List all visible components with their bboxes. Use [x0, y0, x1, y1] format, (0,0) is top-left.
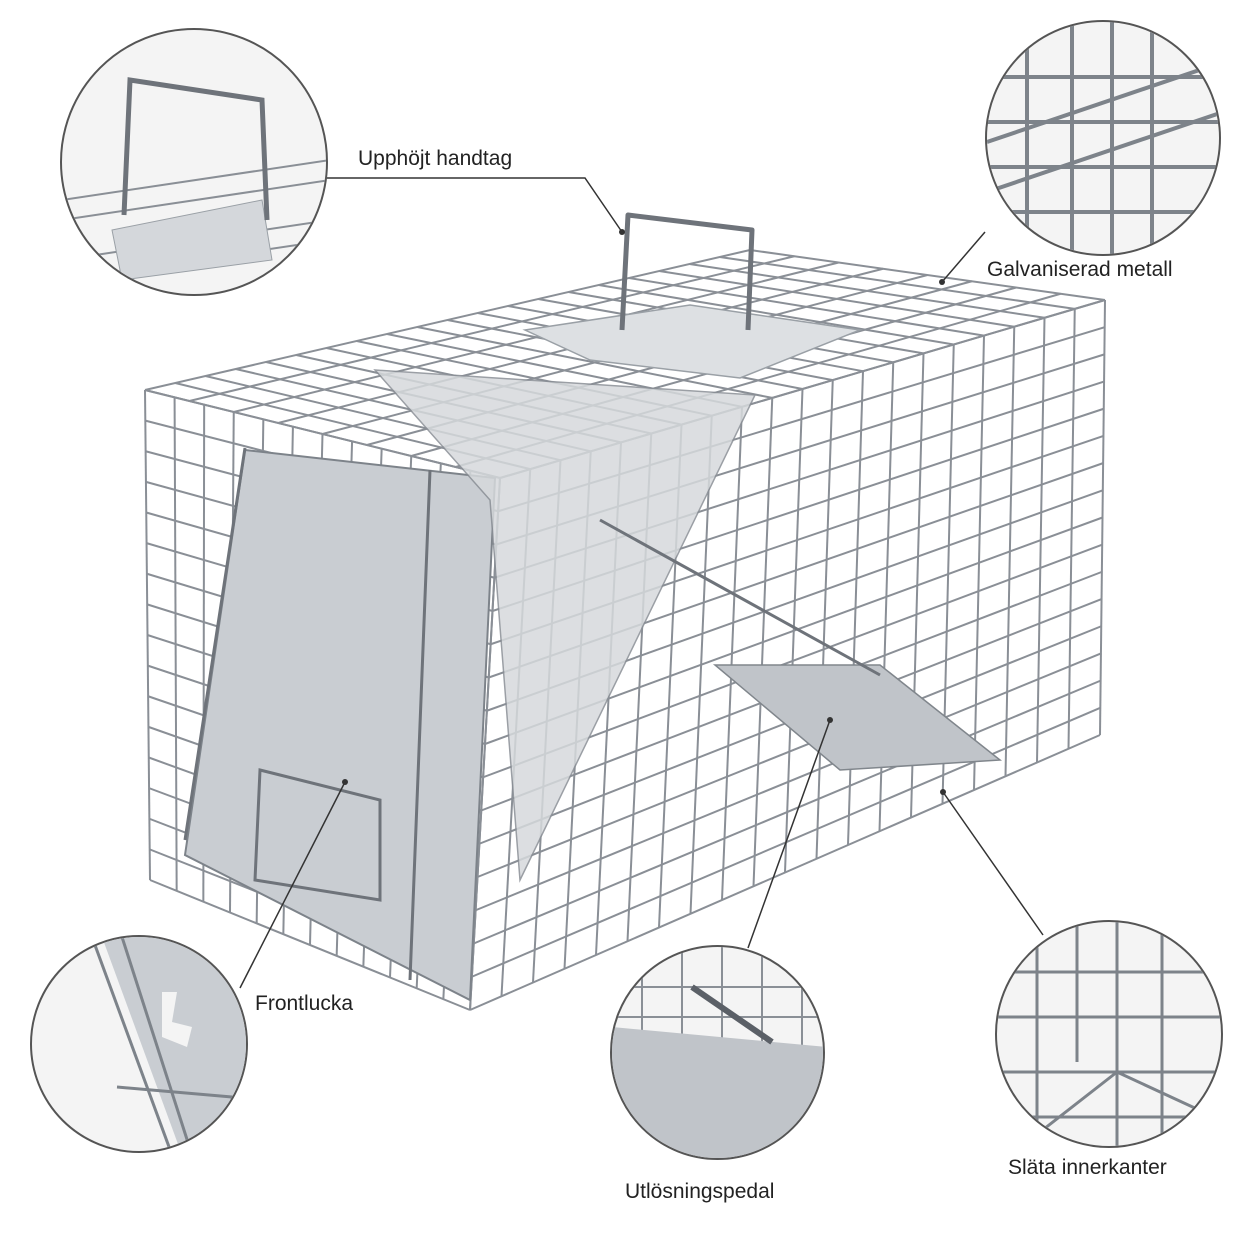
leader-pedal: [747, 719, 831, 949]
front-door-plate: [183, 448, 497, 1002]
leader-metal: [941, 231, 986, 283]
door-inner-plate: [373, 369, 757, 883]
galvanized-mesh-closeup-icon: [985, 20, 1221, 256]
trigger-rod: [599, 518, 881, 677]
front-door-closeup-icon: [30, 935, 248, 1153]
trigger-pedal-closeup-icon: [610, 945, 825, 1160]
callout-smooth-edges: Släta innerkanter: [1008, 1156, 1167, 1179]
leader-door: [239, 781, 346, 989]
door-frame: [183, 447, 432, 981]
trigger-pedal-plate: [712, 664, 1002, 771]
callout-front-door: Frontlucka: [255, 992, 354, 1015]
callout-trigger-pedal: Utlösningspedal: [625, 1180, 775, 1203]
leader-edges: [942, 791, 1044, 936]
smooth-edges-closeup-icon: [995, 920, 1223, 1148]
leader-handle: [255, 177, 623, 233]
handle-closeup-icon: [60, 28, 328, 296]
handle-icon: [619, 212, 755, 331]
leader-lines: [239, 177, 1044, 989]
callout-raised-handle: Upphöjt handtag: [358, 147, 513, 170]
callout-galvanized-metal: Galvaniserad metall: [987, 258, 1173, 281]
handle-plate: [522, 304, 863, 379]
